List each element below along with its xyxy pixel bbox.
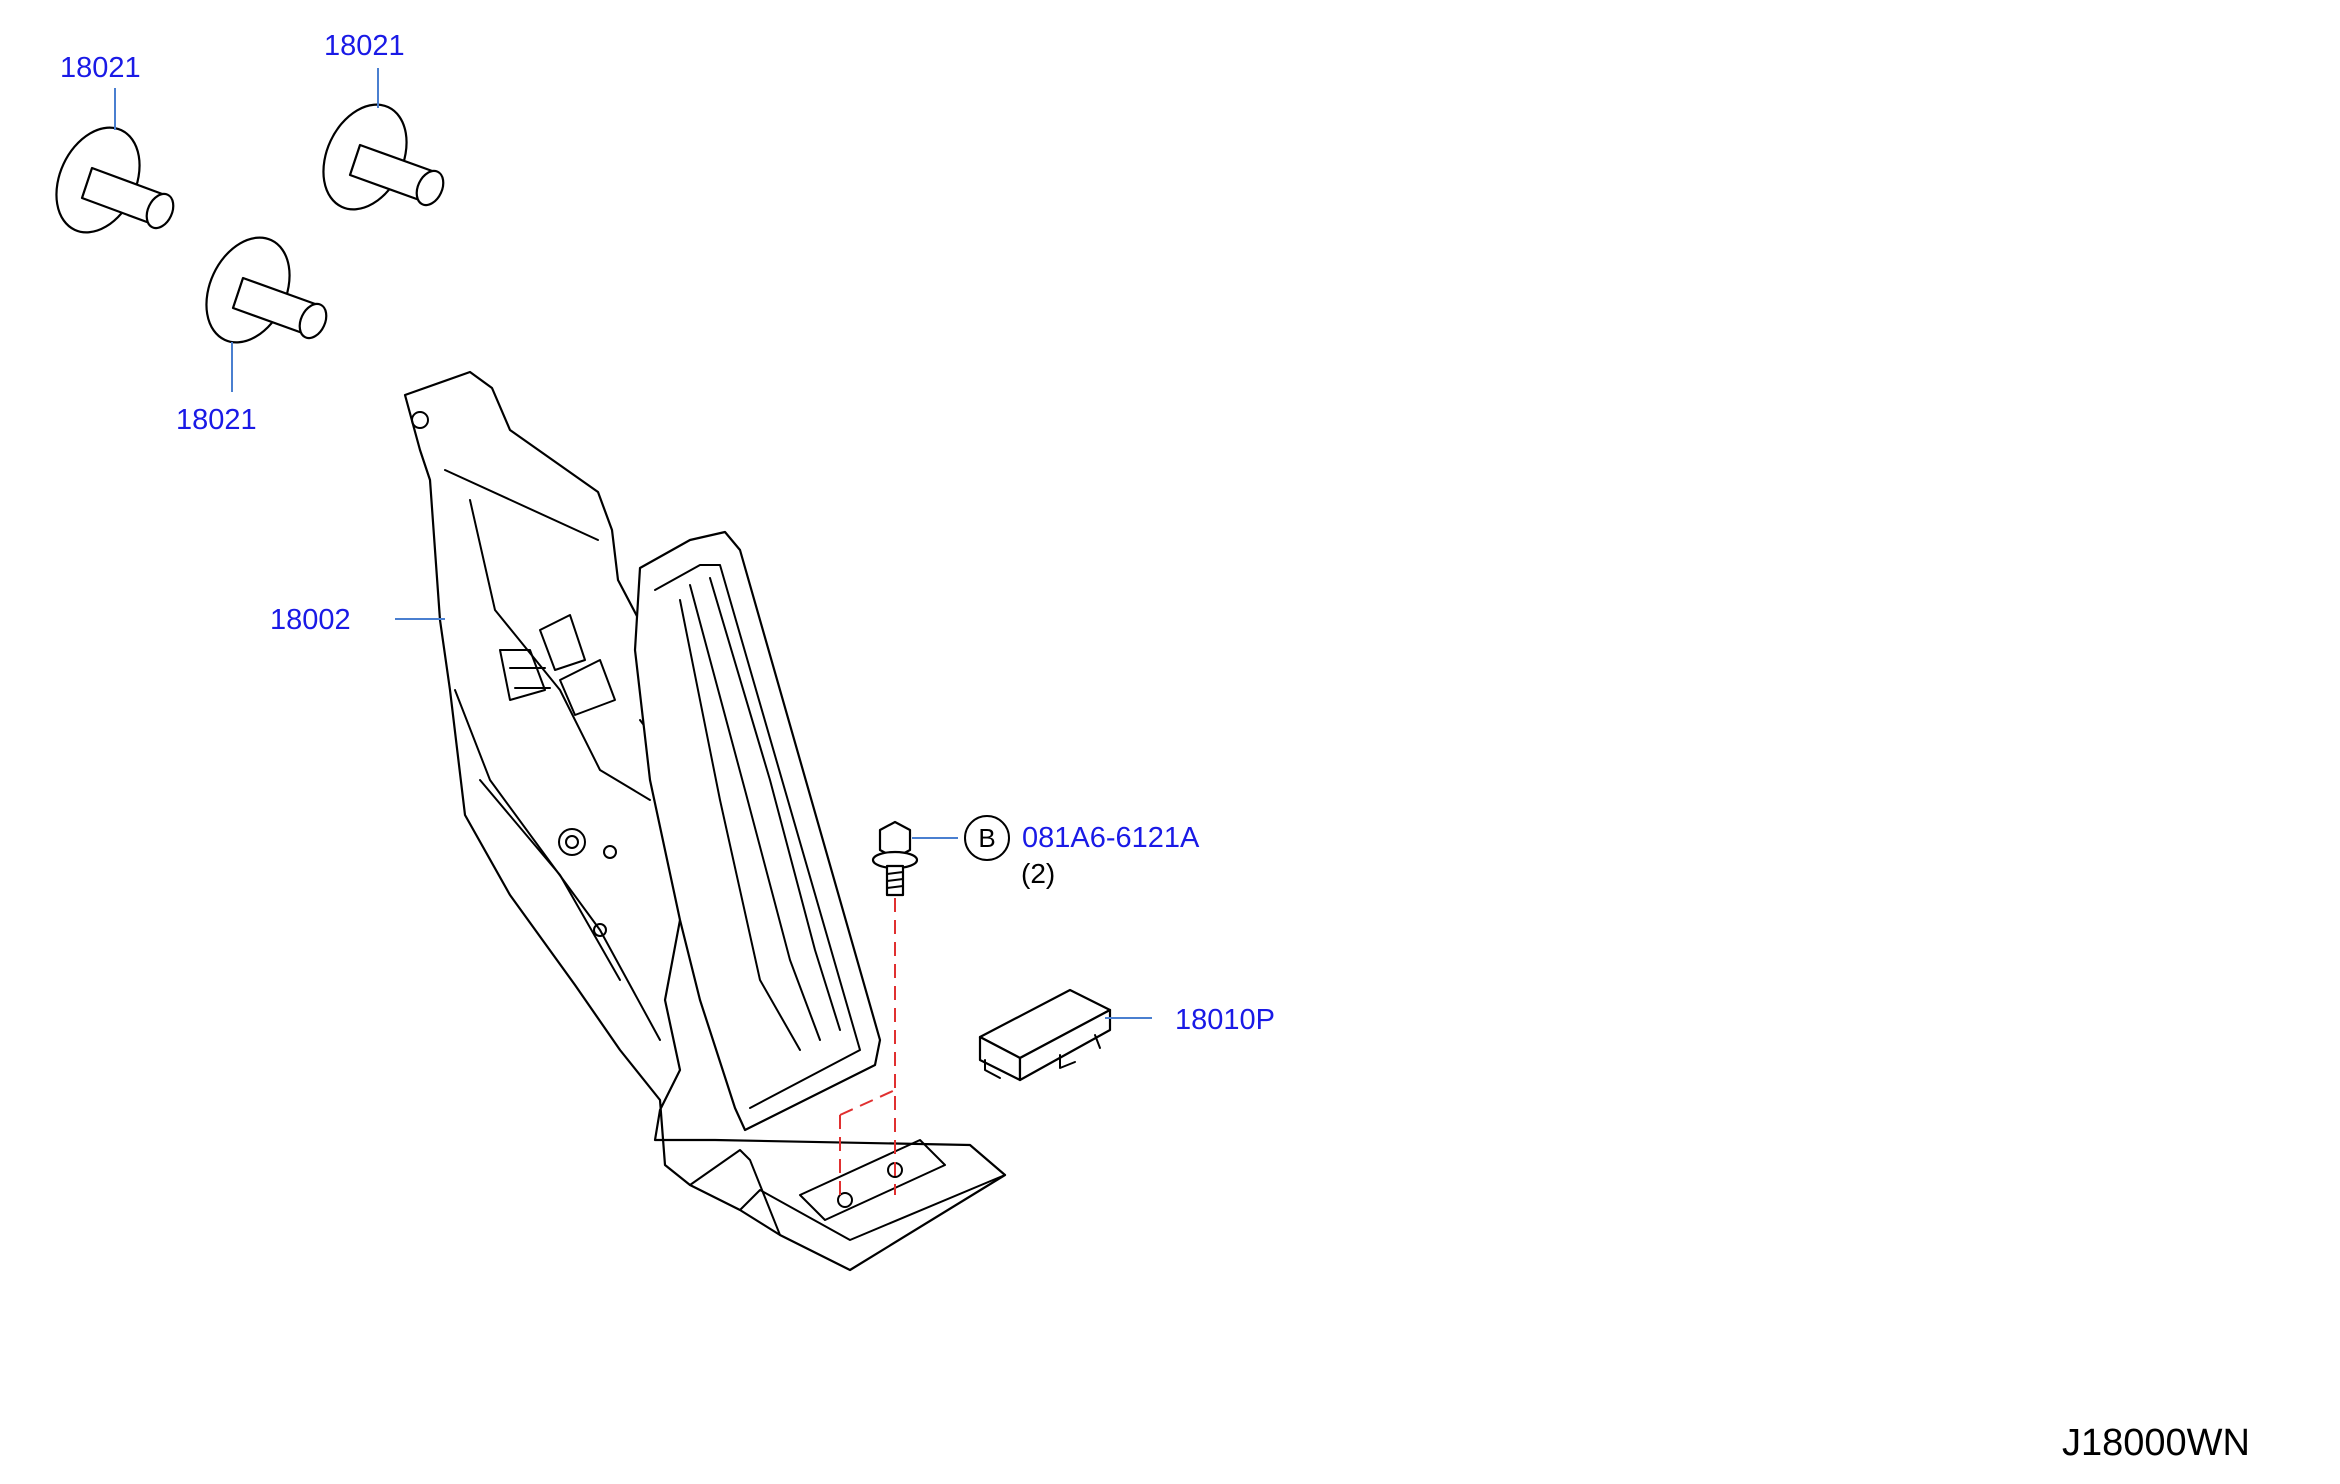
- clip-part-top-center[interactable]: [307, 91, 448, 223]
- diagram-id: J18000WN: [2062, 1422, 2250, 1464]
- callout-clip-top-left[interactable]: 18021: [60, 52, 141, 84]
- bolt-quantity: (2): [1021, 858, 1056, 889]
- callout-bracket[interactable]: 18010P: [1175, 1004, 1275, 1036]
- callout-clip-middle[interactable]: 18021: [176, 404, 257, 436]
- pedal-pad-part[interactable]: [633, 530, 882, 1132]
- installation-lines: [839, 898, 896, 1198]
- clip-part-middle[interactable]: [190, 224, 331, 356]
- clip-part-top-left[interactable]: [40, 114, 178, 246]
- bracket-part[interactable]: [978, 988, 1112, 1082]
- callout-bolt[interactable]: 081A6-6121A: [1022, 822, 1200, 854]
- svg-text:B: B: [978, 823, 995, 853]
- callout-clip-top-center[interactable]: 18021: [324, 30, 405, 62]
- bolt-reference-badge: B: [964, 815, 1010, 861]
- bolt-part[interactable]: [871, 820, 919, 897]
- callout-pedal-assembly[interactable]: 18002: [270, 604, 351, 636]
